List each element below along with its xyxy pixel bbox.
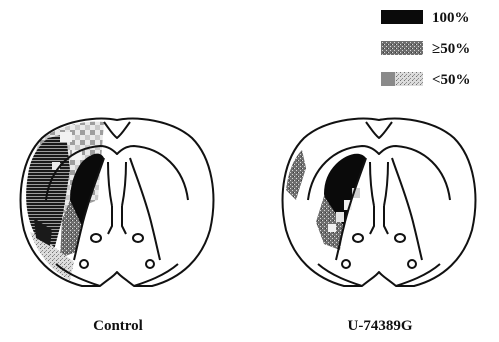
legend-item-100: 100% [381, 10, 470, 26]
legend-swatch-sparse [395, 72, 423, 86]
legend-swatch-sparse-dark [381, 72, 395, 86]
control-brain-panel: Control [21, 119, 214, 334]
treated-brain-panel: U-74389G [283, 119, 476, 334]
treated-brain-outline [283, 119, 476, 286]
legend-item-50: ≥50% [381, 41, 470, 57]
legend-swatch-dense [381, 41, 423, 55]
legend-label: <50% [432, 72, 471, 88]
legend: 100% ≥50% <50% [381, 10, 471, 88]
legend-label: 100% [432, 10, 470, 26]
legend-swatch-solid [381, 10, 423, 24]
legend-label: ≥50% [432, 41, 470, 57]
panel-label-control: Control [93, 318, 143, 334]
panel-label-treated: U-74389G [348, 318, 413, 334]
legend-item-lt50: <50% [381, 72, 471, 88]
